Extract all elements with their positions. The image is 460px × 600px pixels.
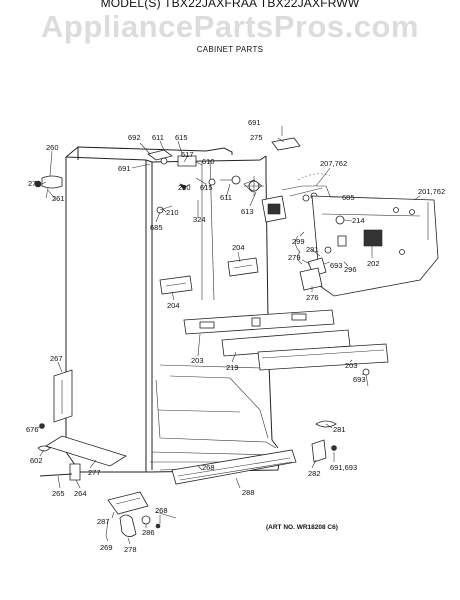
label-203b: 203 xyxy=(345,361,358,370)
label-268a: 268 xyxy=(202,463,215,472)
label-280: 280 xyxy=(178,183,191,192)
art-number: (ART NO. WR18208 C6) xyxy=(266,524,338,531)
label-281a: 281 xyxy=(306,245,319,254)
label-277: 277 xyxy=(88,468,101,477)
label-265: 265 xyxy=(52,489,65,498)
label-204b: 204 xyxy=(167,301,180,310)
label-287: 287 xyxy=(97,517,110,526)
label-279: 279 xyxy=(288,253,301,262)
label-296: 296 xyxy=(344,265,357,274)
label-693b: 693 xyxy=(353,375,366,384)
label-691b: 691 xyxy=(118,164,131,173)
label-203a: 203 xyxy=(191,356,204,365)
label-610: 610 xyxy=(202,157,215,166)
label-286: 286 xyxy=(142,528,155,537)
label-685a: 685 xyxy=(150,223,163,232)
top-parts xyxy=(34,126,301,214)
label-692: 692 xyxy=(128,133,141,142)
label-214: 214 xyxy=(352,216,365,225)
label-269: 269 xyxy=(100,543,113,552)
leader-lines xyxy=(37,137,421,545)
label-268b: 268 xyxy=(155,506,168,515)
label-691a: 691 xyxy=(248,118,261,127)
label-288: 288 xyxy=(242,488,255,497)
section-title: CABINET PARTS xyxy=(196,45,264,54)
label-693a: 693 xyxy=(330,261,343,270)
label-613: 613 xyxy=(241,207,254,216)
label-691-693: 691,693 xyxy=(330,463,357,472)
label-685b: 685 xyxy=(342,193,355,202)
label-219: 219 xyxy=(226,363,239,372)
label-275: 275 xyxy=(250,133,263,142)
label-617: 617 xyxy=(181,150,194,159)
label-299: 299 xyxy=(292,237,305,246)
part-labels: 692 611 615 691 275 260 617 610 691 270 … xyxy=(26,118,445,554)
cabinet-rails xyxy=(159,257,389,387)
label-267: 267 xyxy=(50,354,63,363)
label-276: 276 xyxy=(306,293,319,302)
label-210: 210 xyxy=(166,208,179,217)
label-676: 676 xyxy=(26,425,39,434)
label-261: 261 xyxy=(52,194,65,203)
lower-parts xyxy=(37,369,337,537)
label-260: 260 xyxy=(46,143,59,152)
label-282: 282 xyxy=(308,469,321,478)
label-204a: 204 xyxy=(232,243,245,252)
label-615b: 615 xyxy=(200,183,213,192)
label-611a: 611 xyxy=(152,133,164,142)
label-281b: 281 xyxy=(333,425,346,434)
label-270: 270 xyxy=(28,179,41,188)
label-264: 264 xyxy=(74,489,87,498)
label-615a: 615 xyxy=(175,133,188,142)
label-201-762: 201,762 xyxy=(418,187,445,196)
label-207-762: 207,762 xyxy=(320,159,347,168)
label-324: 324 xyxy=(193,215,206,224)
label-278: 278 xyxy=(124,545,137,554)
label-202: 202 xyxy=(367,259,380,268)
fan-motor-assembly xyxy=(243,173,331,223)
model-title: MODEL(S) TBX22JAXFRAA TBX22JAXFRWW xyxy=(100,0,360,10)
control-panel xyxy=(295,195,439,297)
label-611b: 611 xyxy=(220,193,232,202)
label-602: 602 xyxy=(30,456,43,465)
watermark-logo: AppliancePartsPros.com xyxy=(41,9,419,44)
